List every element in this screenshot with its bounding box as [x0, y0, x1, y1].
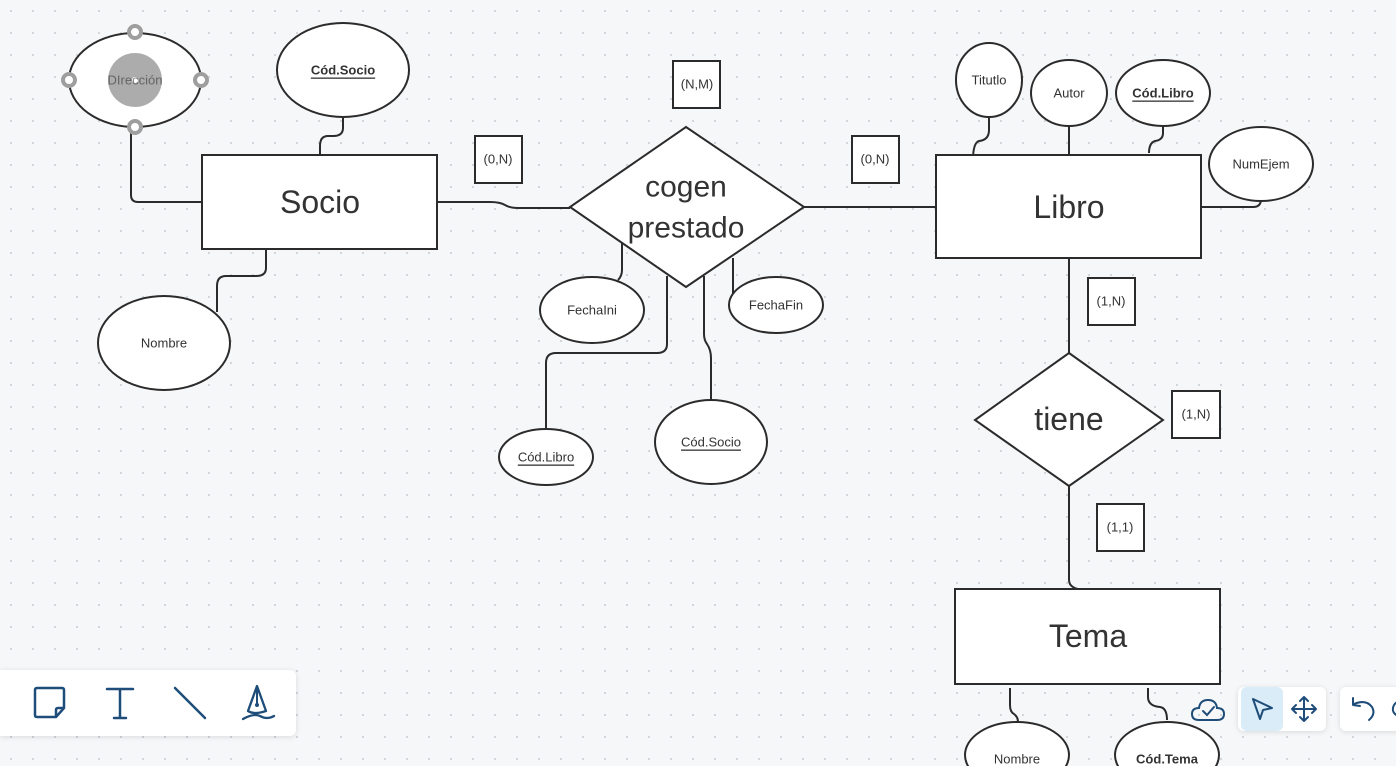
connector-cogen-codlibro — [545, 276, 668, 430]
connector-socio-cod — [319, 118, 344, 155]
attr-rel-codsocio-ellipse[interactable] — [654, 399, 768, 485]
cardinality-tema-box[interactable] — [1096, 503, 1145, 552]
cardinality-tiene-type-box[interactable] — [1171, 390, 1221, 439]
attr-tema-cod-ellipse[interactable] — [1114, 721, 1220, 766]
relationship-cogen-diamond[interactable] — [568, 125, 806, 289]
connector-tiene-tema — [1068, 486, 1089, 591]
pan-tool-button[interactable] — [1283, 687, 1325, 731]
entity-tema-label: Tema — [1049, 618, 1127, 654]
entity-libro-box[interactable] — [935, 154, 1202, 259]
drawing-toolbar — [0, 670, 296, 736]
attr-fechafin-ellipse[interactable] — [728, 276, 824, 334]
selection-center-dot — [132, 77, 138, 83]
attr-socio-cod-label: Cód.Socio — [311, 63, 375, 78]
resize-handle-bottom[interactable] — [127, 119, 143, 135]
connector-socio-direccion — [130, 126, 202, 203]
undo-icon — [1352, 697, 1375, 721]
cardinality-socio-box[interactable] — [474, 135, 523, 184]
attr-socio-nombre-ellipse[interactable] — [97, 295, 231, 391]
cardinality-cogen-type-label: (N,M) — [681, 77, 714, 92]
undo-button[interactable] — [1340, 687, 1382, 731]
attr-fechafin-label: FechaFin — [749, 298, 803, 313]
attr-libro-cod-ellipse[interactable] — [1115, 59, 1211, 127]
cardinality-libro-label: (0,N) — [861, 152, 890, 167]
attr-rel-codsocio-label: Cód.Socio — [681, 435, 741, 450]
pen-tool-button[interactable] — [236, 680, 282, 726]
relationship-cogen-label-line2: prestado — [628, 212, 745, 245]
selection-overlay[interactable] — [61, 24, 209, 135]
connector-socio-nombre — [216, 240, 267, 312]
resize-handle-right[interactable] — [193, 72, 209, 88]
pen-tool-icon — [241, 684, 276, 721]
relationship-tiene-diamond[interactable] — [973, 351, 1165, 488]
attr-libro-cod-label: Cód.Libro — [1132, 86, 1193, 101]
connector-tema-cod — [1147, 688, 1168, 721]
redo-button[interactable] — [1380, 687, 1396, 731]
attr-socio-direccion-label: DIrección — [108, 73, 163, 88]
resize-handle-left[interactable] — [61, 72, 77, 88]
attr-tema-cod-label: Cód.Tema — [1136, 752, 1199, 766]
sync-status-indicator[interactable] — [1188, 690, 1228, 730]
cardinality-libro-tiene-label: (1,N) — [1097, 294, 1126, 309]
connector-cogen-codsocio — [703, 276, 712, 400]
resize-handle-top[interactable] — [127, 24, 143, 40]
attr-fechaini-label: FechaIni — [567, 303, 617, 318]
attr-libro-autor-ellipse[interactable] — [1030, 59, 1108, 127]
cardinality-socio-label: (0,N) — [484, 152, 513, 167]
attr-socio-cod-ellipse[interactable] — [276, 22, 410, 118]
attr-fechaini-ellipse[interactable] — [539, 276, 645, 344]
connector-libro-titulo — [972, 116, 990, 161]
entity-tema-box[interactable] — [954, 588, 1221, 685]
cardinality-cogen-type-box[interactable] — [672, 60, 721, 109]
connector-libro-cod — [1148, 126, 1164, 154]
attr-rel-codlibro-ellipse[interactable] — [498, 428, 594, 486]
attr-tema-nombre-ellipse[interactable] — [964, 721, 1070, 766]
attr-libro-autor-label: Autor — [1053, 86, 1085, 101]
text-tool-button[interactable] — [97, 680, 143, 726]
cardinality-tema-label: (1,1) — [1107, 520, 1134, 535]
redo-icon — [1391, 701, 1396, 717]
attr-tema-nombre-label: Nombre — [994, 752, 1040, 766]
pan-move-icon — [1291, 696, 1317, 722]
entity-socio-label: Socio — [280, 184, 360, 220]
select-tool-button[interactable] — [1241, 687, 1283, 731]
sticky-note-tool-button[interactable] — [26, 680, 72, 726]
attr-rel-codlibro-label: Cód.Libro — [518, 450, 574, 465]
cloud-saved-icon — [1190, 698, 1226, 721]
line-tool-button[interactable] — [167, 680, 213, 726]
attr-libro-numejem-ellipse[interactable] — [1208, 126, 1314, 202]
connector-tema-nombre — [1009, 688, 1019, 723]
entity-socio-box[interactable] — [201, 154, 438, 250]
connector-cogen-fechaini — [617, 240, 623, 281]
entity-libro-label: Libro — [1033, 189, 1104, 225]
connector-socio-cogen — [437, 201, 570, 209]
history-group — [1340, 687, 1396, 731]
attr-libro-numejem-label: NumEjem — [1232, 157, 1289, 172]
cardinality-libro-box[interactable] — [851, 135, 900, 184]
select-pointer-icon — [1252, 698, 1273, 720]
line-tool-icon — [173, 686, 207, 720]
cardinality-libro-tiene-box[interactable] — [1087, 277, 1136, 326]
cardinality-tiene-type-label: (1,N) — [1182, 407, 1211, 422]
sticky-note-icon — [33, 686, 66, 719]
relationship-tiene-label: tiene — [1034, 401, 1103, 437]
relationship-cogen-label-line1: cogen — [645, 171, 727, 204]
text-tool-icon — [105, 687, 135, 720]
attr-libro-titulo-label: Titutlo — [972, 73, 1007, 88]
canvas-mode-group — [1238, 687, 1326, 731]
attr-libro-titulo-ellipse[interactable] — [955, 42, 1023, 118]
attr-socio-nombre-label: Nombre — [141, 336, 187, 351]
